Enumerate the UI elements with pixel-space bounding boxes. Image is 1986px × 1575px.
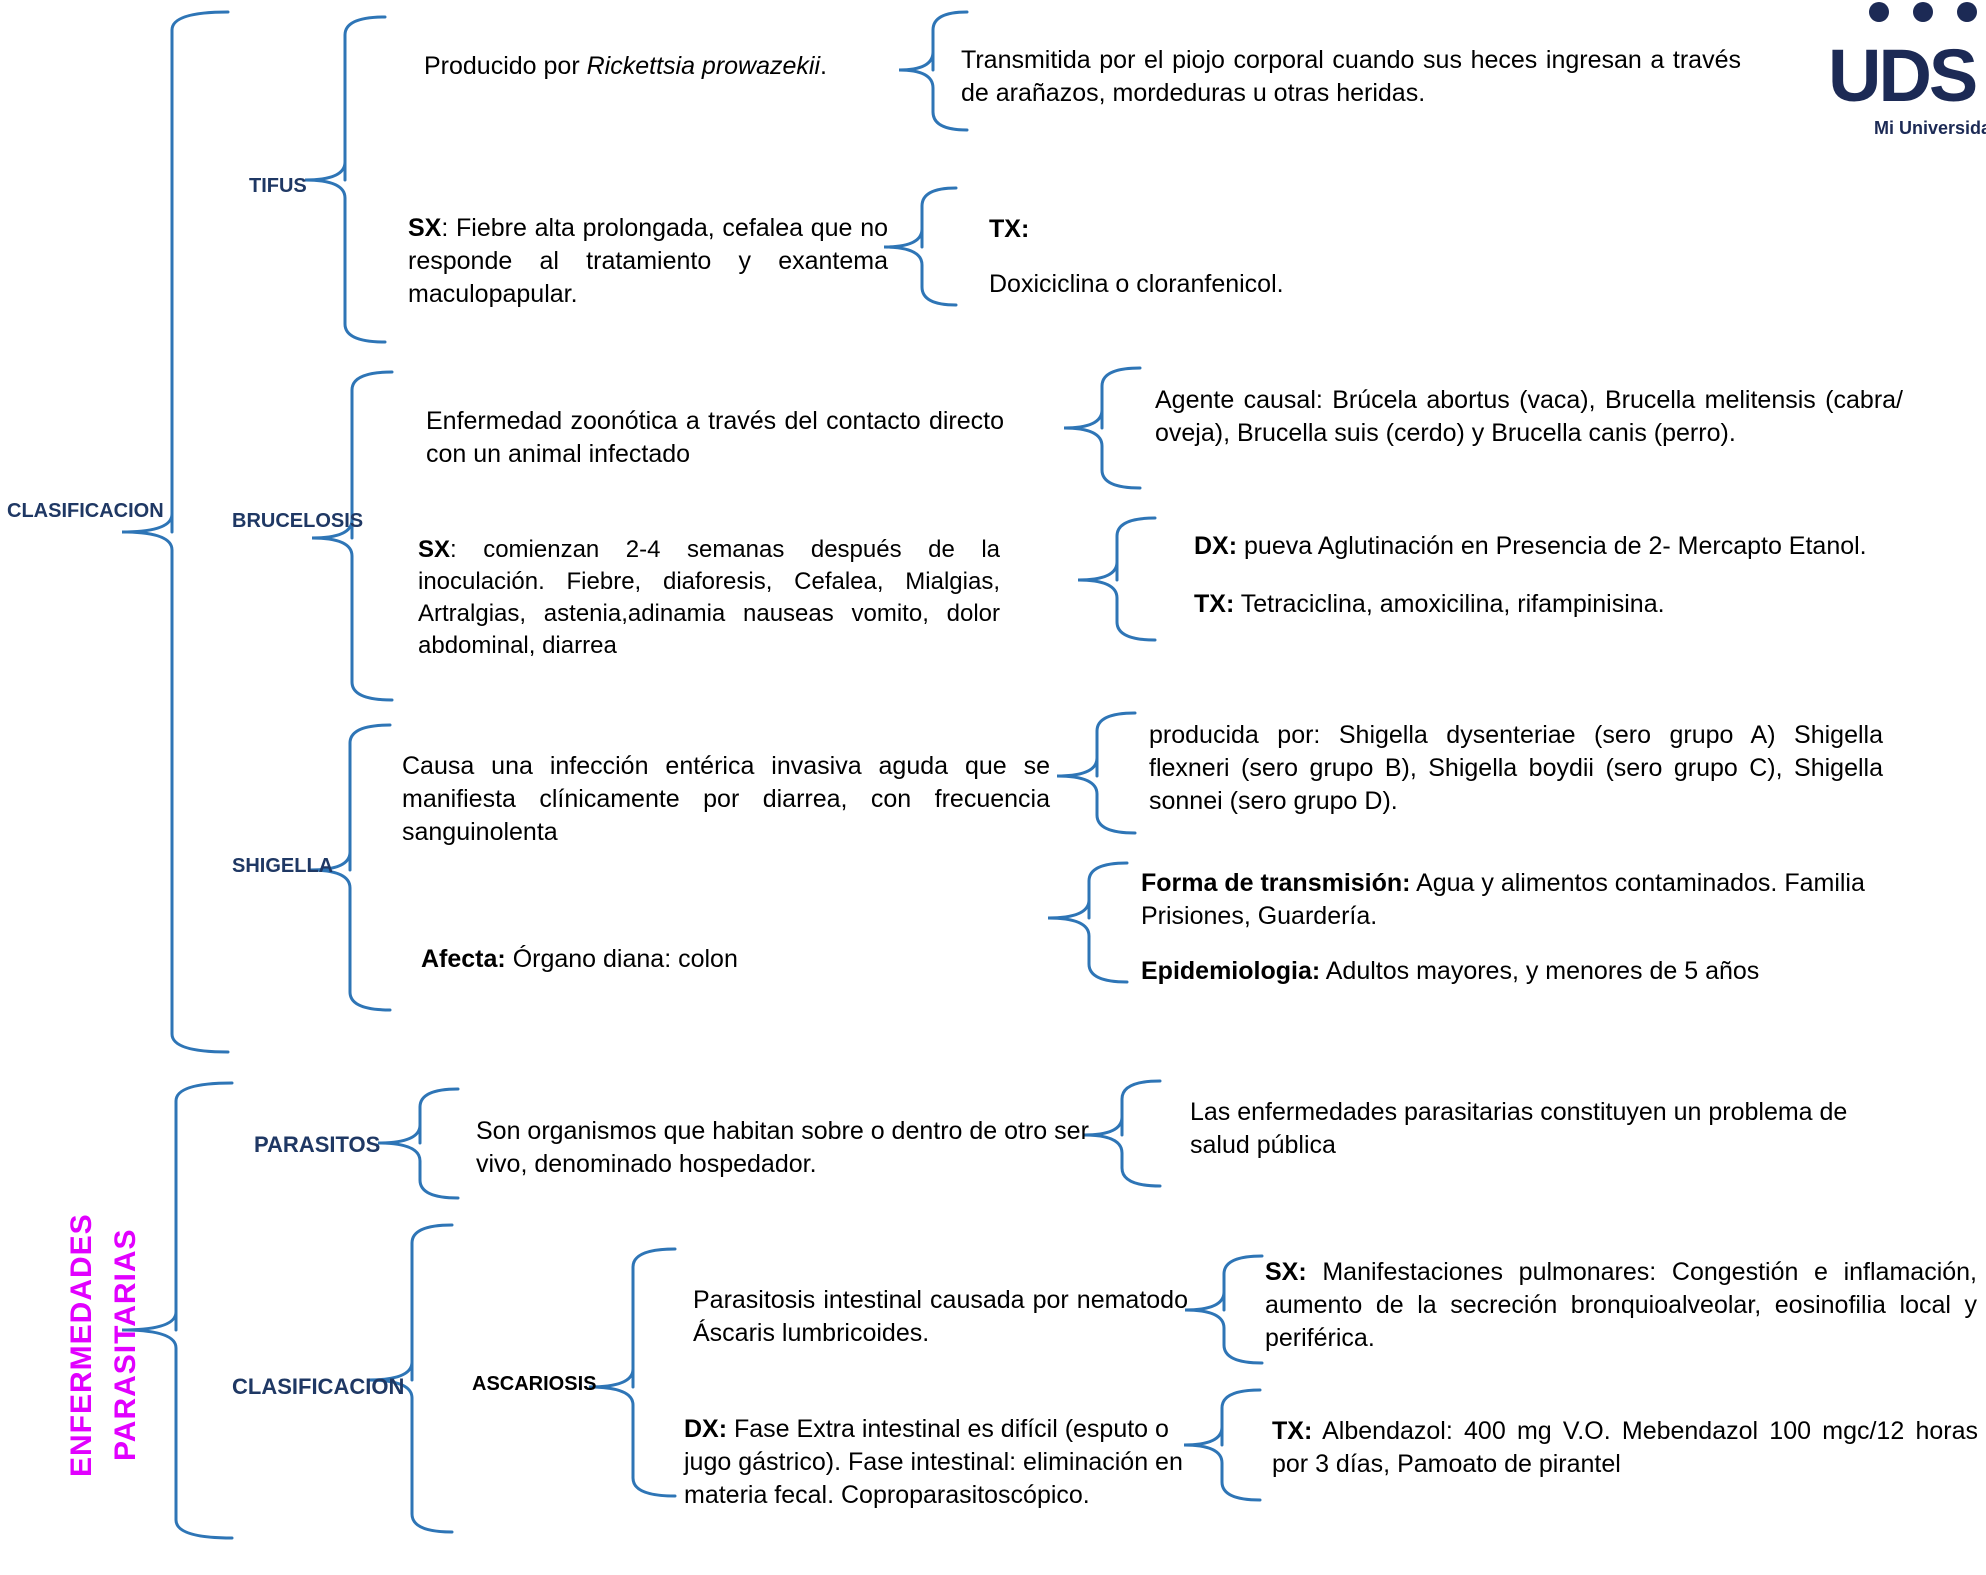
shigella-label: SHIGELLA [232, 855, 334, 877]
brace-parasitos-note [1083, 1079, 1162, 1188]
clasificacion-label: CLASIFICACION [7, 500, 164, 522]
shigella-transmision-label: Forma de transmisión: [1141, 869, 1411, 897]
title-line-2: PARASITARIAS [109, 1228, 142, 1462]
brucelosis-label: BRUCELOSIS [232, 510, 364, 532]
brace-ascariosis-tx [1183, 1388, 1262, 1502]
logo-dot [1913, 2, 1933, 22]
brucelosis-dx-text: pueva Aglutinación en Presencia de 2- Me… [1237, 532, 1867, 560]
brace-tifus [304, 15, 387, 344]
brace-shigella [309, 723, 392, 1012]
brace-tifus-tx [883, 186, 958, 307]
tifus-sx-label: SX [408, 214, 442, 242]
brace-shigella-producida [1056, 711, 1137, 835]
ascariosis-tx-text: Albendazol: 400 mg V.O. Mebendazol 100 m… [1272, 1417, 1978, 1478]
logo-tagline: Mi Universidad [1874, 118, 1986, 138]
brace-ascariosis [588, 1247, 677, 1498]
brucelosis-agent: Agente causal: Brúcela abortus (vaca), B… [1155, 386, 1903, 447]
enfermedades-parasitarias-title: ENFERMEDADES PARASITARIAS [60, 1195, 170, 1495]
brace-ascariosis-sx [1184, 1254, 1264, 1365]
ascariosis-label: ASCARIOSIS [472, 1373, 597, 1395]
shigella-afecta-text: Órgano diana: colon [505, 945, 738, 973]
tifus-agent: Producido por Rickettsia prowazekii. [424, 50, 846, 83]
ascariosis-dx: DX: Fase Extra intestinal es difícil (es… [684, 1413, 1194, 1512]
brace-shigella-transmision [1047, 861, 1129, 984]
tifus-agent-text: Producido por [424, 52, 580, 80]
uds-logo: UDS Mi Universidad [1820, 0, 1986, 150]
shigella-afecta: Afecta: Órgano diana: colon [421, 943, 738, 976]
brace-brucelosis-agent [1063, 366, 1142, 490]
parasitos-label: PARASITOS [254, 1132, 381, 1157]
brucelosis-tx: TX: Tetraciclina, amoxicilina, rifampini… [1194, 588, 1665, 621]
tifus-agent-species: Rickettsia prowazekii [586, 52, 821, 80]
brucelosis-sx-text: : comienzan 2-4 semanas después de la in… [418, 536, 1000, 659]
ascariosis-description: Parasitosis intestinal causada por nemat… [693, 1286, 1188, 1347]
tifus-sx: SX: Fiebre alta prolongada, cefalea que … [408, 212, 888, 311]
brace-parasitarias [121, 1081, 234, 1540]
brace-brucelosis-dx-tx [1077, 516, 1157, 642]
parasitos-note: Las enfermedades parasitarias constituye… [1190, 1098, 1848, 1159]
parasitarias-clasificacion-label: CLASIFICACION [232, 1374, 405, 1399]
shigella-producida: producida por: Shigella dysenteriae (ser… [1149, 721, 1883, 815]
shigella-epidemiologia-text: Adultos mayores, y menores de 5 años [1320, 957, 1760, 985]
brucelosis-dx-label: DX: [1194, 532, 1238, 560]
brucelosis-tx-text: Tetraciclina, amoxicilina, rifampinisina… [1234, 590, 1665, 618]
brace-clasificacion-parasitarias [367, 1223, 454, 1534]
ascariosis-sx: SX: Manifestaciones pulmonares: Congesti… [1265, 1256, 1977, 1355]
brucelosis-sx-label: SX [418, 536, 451, 563]
brucelosis-sx: SX: comienzan 2-4 semanas después de la … [418, 534, 1000, 662]
ascariosis-sx-text: Manifestaciones pulmonares: Congestión e… [1265, 1258, 1977, 1352]
brucelosis-description: Enfermedad zoonótica a través del contac… [426, 407, 1004, 468]
parasitos-definition: Son organismos que habitan sobre o dentr… [476, 1117, 1089, 1178]
shigella-transmision: Forma de transmisión: Agua y alimentos c… [1141, 867, 1931, 933]
ascariosis-tx-label: TX: [1272, 1417, 1313, 1445]
brace-tifus-transmission [898, 10, 969, 132]
brace-clasificacion [121, 10, 230, 1054]
logo-dot [1869, 2, 1889, 22]
tifus-tx-label: TX: [989, 215, 1030, 243]
logo-mark: UDS [1828, 34, 1978, 117]
brace-parasitos [377, 1087, 460, 1200]
shigella-transmision-text: Agua y alimentos contaminados. Familia P… [1141, 869, 1865, 930]
title-line-1: ENFERMEDADES [65, 1213, 98, 1477]
shigella-afecta-label: Afecta: [421, 945, 506, 973]
shigella-epidemiologia-label: Epidemiologia: [1141, 957, 1321, 985]
tifus-agent-end: . [820, 52, 827, 80]
shigella-description: Causa una infección entérica invasiva ag… [402, 752, 1050, 846]
tifus-label: TIFUS [249, 175, 307, 197]
brace-brucelosis [311, 370, 394, 702]
ascariosis-tx: TX: Albendazol: 400 mg V.O. Mebendazol 1… [1272, 1415, 1978, 1481]
tifus-tx-text: Doxiciclina o cloranfenicol. [989, 270, 1284, 298]
ascariosis-dx-text: Fase Extra intestinal es difícil (esputo… [684, 1415, 1183, 1509]
tifus-sx-text: : Fiebre alta prolongada, cefalea que no… [408, 214, 888, 308]
ascariosis-dx-label: DX: [684, 1415, 728, 1443]
logo-dot [1957, 2, 1977, 22]
shigella-epidemiologia: Epidemiologia: Adultos mayores, y menore… [1141, 955, 1759, 988]
ascariosis-sx-label: SX: [1265, 1258, 1307, 1286]
brucelosis-dx: DX: pueva Aglutinación en Presencia de 2… [1194, 530, 1867, 563]
tifus-transmission: Transmitida por el piojo corporal cuando… [961, 46, 1741, 107]
brucelosis-tx-label: TX: [1194, 590, 1235, 618]
